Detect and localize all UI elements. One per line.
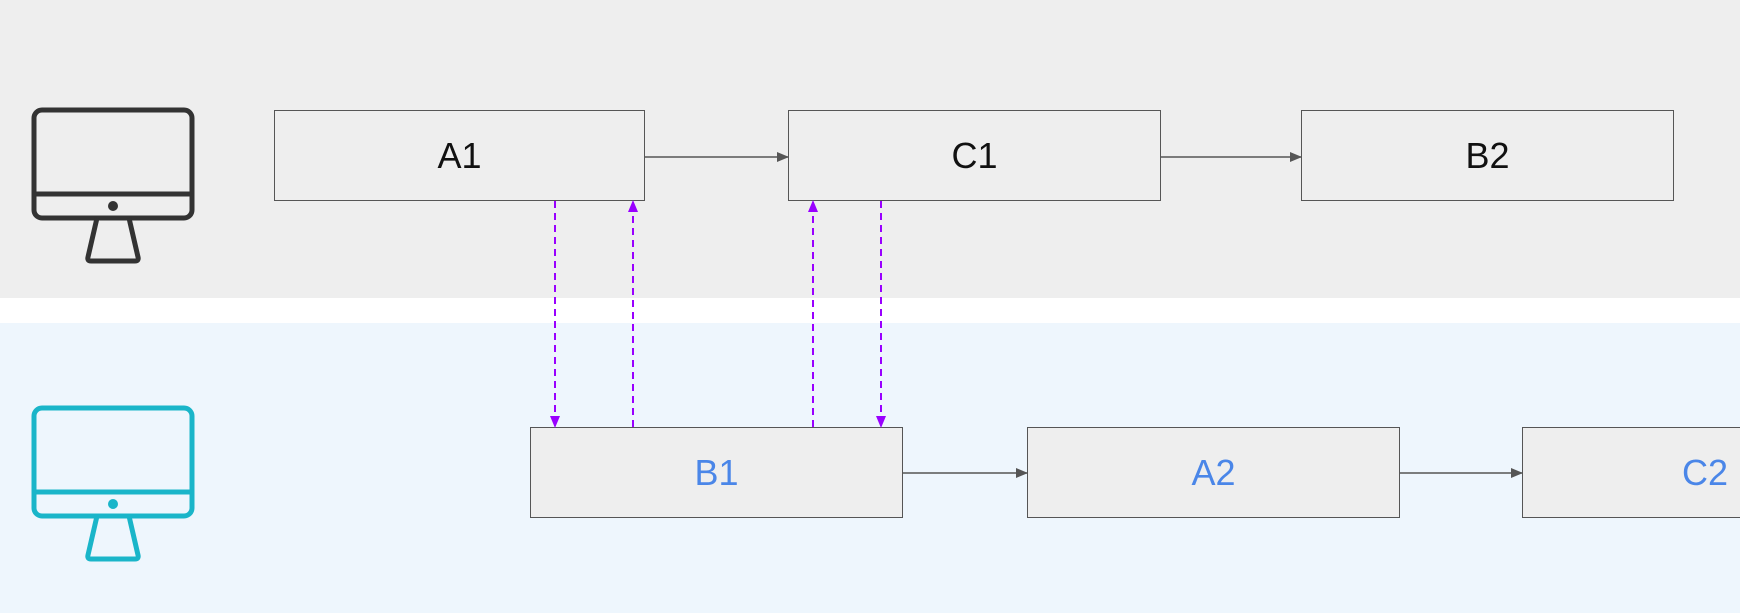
node-a2[interactable]: A2 (1027, 427, 1400, 518)
monitor-icon (31, 405, 195, 562)
node-a1[interactable]: A1 (274, 110, 645, 201)
node-b1[interactable]: B1 (530, 427, 903, 518)
node-c1[interactable]: C1 (788, 110, 1161, 201)
node-c2[interactable]: C2 (1522, 427, 1740, 518)
node-b2[interactable]: B2 (1301, 110, 1674, 201)
monitor-icon (31, 107, 195, 264)
